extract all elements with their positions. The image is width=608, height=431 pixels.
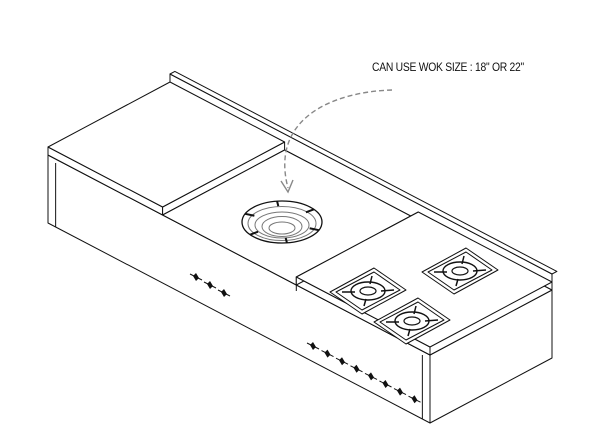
knob <box>397 387 403 396</box>
grate-finger <box>363 298 367 307</box>
knob <box>411 395 418 404</box>
burner-grates <box>329 247 499 345</box>
grate-finger <box>407 328 411 337</box>
backsplash-top <box>169 70 558 275</box>
grate-finger <box>461 255 465 265</box>
burner-grate-inner <box>427 251 493 291</box>
knob <box>207 281 213 289</box>
wok-support <box>284 237 288 244</box>
grate-finger <box>455 278 459 287</box>
burner-grate-inner <box>379 301 445 341</box>
wok-ring <box>241 200 323 244</box>
knob <box>324 349 331 358</box>
knob <box>382 380 389 388</box>
wok-ring <box>247 206 317 241</box>
grate-finger <box>380 289 395 292</box>
grate-finger <box>424 319 439 322</box>
wok-ring <box>268 221 296 235</box>
grate-finger <box>472 269 487 272</box>
wok-ring <box>261 216 303 237</box>
grate-finger <box>369 275 373 285</box>
annotation-arrow <box>280 89 393 194</box>
arrow-curve <box>284 89 393 189</box>
knob <box>368 372 374 381</box>
wok-support <box>309 227 320 232</box>
wok-size-annotation: CAN USE WOK SIZE : 18" OR 22" <box>372 62 524 74</box>
wok-support <box>249 230 259 236</box>
griddle-top <box>47 81 286 208</box>
wok-support <box>244 212 255 217</box>
knob <box>339 357 345 366</box>
knob <box>353 364 360 373</box>
burner-cap <box>359 286 377 296</box>
wok-support <box>276 200 280 207</box>
knob <box>310 342 316 350</box>
burner-cap <box>451 266 469 276</box>
arrow-head-icon <box>280 179 294 194</box>
wok-support <box>305 208 315 214</box>
burner-grate-inner <box>335 271 401 311</box>
knob <box>193 273 199 281</box>
burner-cap <box>403 316 421 326</box>
left-griddle-plate <box>47 81 286 216</box>
wok-ring <box>254 211 310 239</box>
knob <box>221 289 227 297</box>
control-knobs <box>189 273 421 404</box>
grate-finger <box>413 305 417 315</box>
